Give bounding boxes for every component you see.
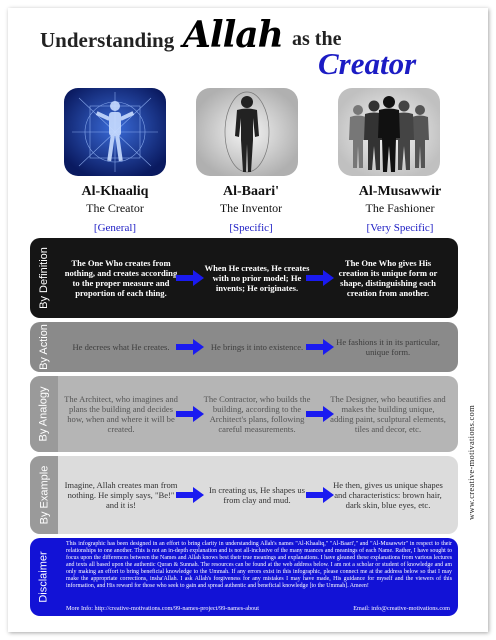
cell-baari: He brings it into existence. — [210, 341, 304, 352]
disclaimer-footer: More Info: http://creative-motivations.c… — [66, 605, 450, 612]
cell-khaaliq: The Architect, who imagines and plans th… — [64, 393, 178, 435]
arrow-right-icon — [176, 406, 204, 422]
arrow-right-icon — [306, 487, 334, 503]
cell-khaaliq: He decrees what He creates. — [72, 341, 170, 352]
title-allah: Allah — [183, 14, 284, 56]
side-website-url: www.creative-motivations.com — [466, 404, 476, 520]
arrow-right-icon — [306, 406, 334, 422]
title-creator: Creator — [318, 46, 417, 81]
name-title: Al-Musawwir — [358, 184, 442, 199]
cell-musawwir: The One Who gives His creation its uniqu… — [338, 257, 438, 299]
disclaimer-panel: Disclaimer This infographic has been des… — [30, 538, 458, 616]
cell-musawwir: He fashions it in its particular, unique… — [336, 336, 440, 357]
row-label: By Example — [30, 456, 58, 534]
row-by-example: By Example Imagine, Allah creates man fr… — [30, 456, 458, 534]
name-tag: [Specific] — [229, 222, 273, 234]
name-tag: [Very Specific] — [366, 222, 434, 234]
silhouette-figure-image — [196, 88, 298, 176]
name-al-musawwir: Al-Musawwir The Fashioner [Very Specific… — [325, 184, 475, 234]
row-by-action: By Action He decrees what He creates. He… — [30, 322, 458, 372]
row-label: By Analogy — [30, 376, 58, 452]
cell-musawwir: The Designer, who beautifies and makes t… — [330, 393, 446, 435]
name-meaning: The Fashioner — [365, 201, 435, 215]
cell-baari: The Contractor, who builds the building,… — [203, 393, 311, 435]
cell-khaaliq: Imagine, Allah creates man from nothing.… — [64, 479, 178, 511]
cell-baari: In creating us, He shapes us from clay a… — [209, 484, 305, 505]
row-label: Disclaimer — [38, 551, 50, 603]
row-label: By Definition — [38, 247, 51, 309]
cell-baari: When He creates, He creates with no prio… — [204, 262, 310, 294]
name-meaning: The Inventor — [219, 201, 283, 215]
name-al-baari: Al-Baari' The Inventor [Specific] — [176, 184, 326, 234]
group-figures-image — [338, 88, 440, 176]
row-by-definition: By Definition The One Who creates from n… — [30, 238, 458, 318]
cell-khaaliq: The One Who creates from nothing, and cr… — [64, 257, 178, 299]
arrow-right-icon — [176, 487, 204, 503]
name-meaning: The Creator — [86, 201, 144, 215]
page-title: Understanding Allah as the Creator — [0, 6, 496, 81]
disclaimer-text: This infographic has been designed in an… — [66, 541, 452, 590]
arrow-right-icon — [176, 339, 204, 355]
row-label: By Action — [38, 324, 51, 370]
arrow-right-icon — [176, 270, 204, 286]
name-title: Al-Khaaliq — [81, 184, 149, 199]
name-al-khaaliq: Al-Khaaliq The Creator [General] — [40, 184, 190, 234]
email-link[interactable]: Email: info@creative-motivations.com — [353, 605, 450, 612]
blueprint-figure-image — [64, 88, 166, 176]
more-info-link[interactable]: More Info: http://creative-motivations.c… — [66, 605, 259, 612]
arrow-right-icon — [306, 339, 334, 355]
name-title: Al-Baari' — [223, 184, 279, 199]
cell-musawwir: He then, gives us unique shapes and char… — [333, 479, 443, 511]
row-by-analogy: By Analogy The Architect, who imagines a… — [30, 376, 458, 452]
arrow-right-icon — [306, 270, 334, 286]
title-as-the: as the — [292, 28, 342, 50]
name-tag: [General] — [93, 222, 137, 234]
title-understanding: Understanding — [40, 28, 175, 52]
